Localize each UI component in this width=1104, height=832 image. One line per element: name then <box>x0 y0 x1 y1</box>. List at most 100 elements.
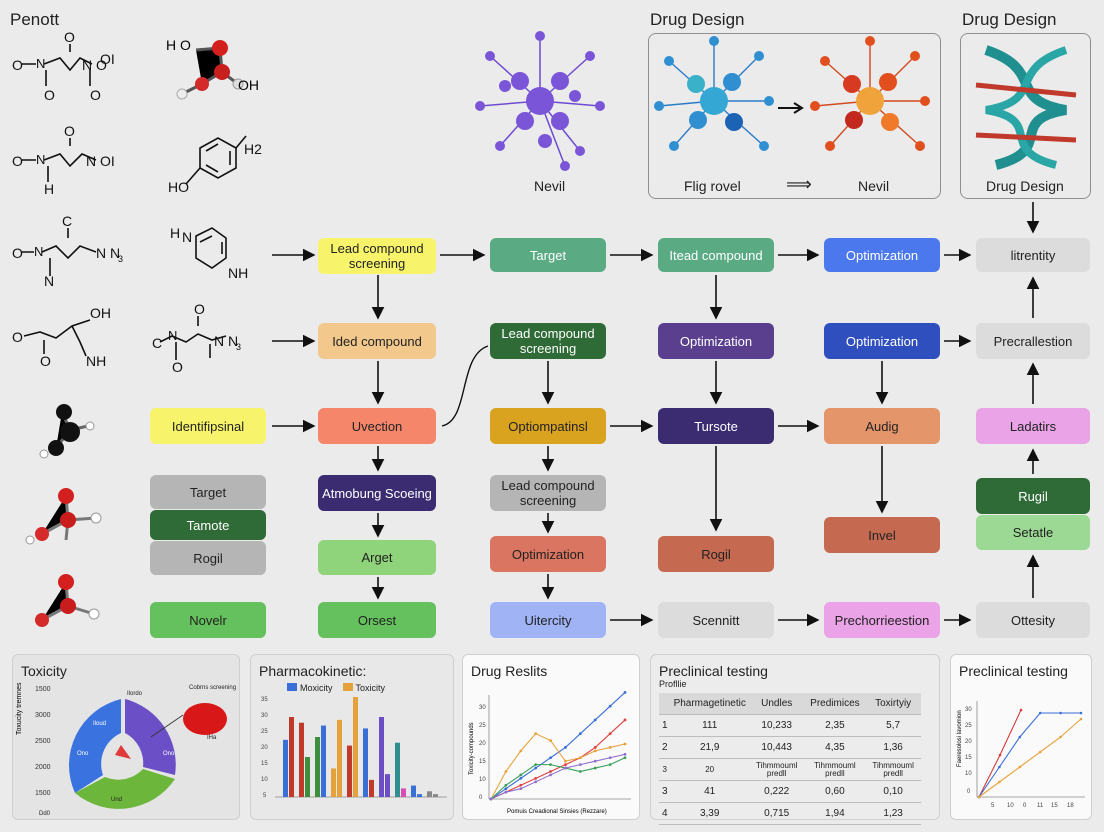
node-litrentity[interactable]: litrentity <box>976 238 1090 272</box>
flow-arrows <box>272 202 1040 627</box>
node-optimization[interactable]: Optimization <box>824 238 940 272</box>
drug-point-1-5 <box>564 763 567 767</box>
node-optimization-4[interactable]: Optimization <box>490 536 606 572</box>
pre-point-2-1 <box>998 780 1001 784</box>
drug-results-title: Drug Reslits <box>471 663 548 679</box>
drug-design-title: Drug Design <box>650 10 745 29</box>
node-target-2[interactable]: Target <box>150 475 266 509</box>
preclinical-title: Preclinical testing <box>659 663 768 679</box>
drug-design-frame <box>648 33 941 199</box>
node-audig[interactable]: Audig <box>824 408 940 444</box>
node-prechorrieestion[interactable]: Prechorrieestion <box>824 602 940 638</box>
node-rugil[interactable]: Rugil <box>976 478 1090 514</box>
m1-o-label: O <box>12 57 23 73</box>
bar-moxicity-2 <box>315 737 320 797</box>
svg-text:20: 20 <box>479 741 486 747</box>
svg-text:C: C <box>152 335 162 351</box>
node-ided-compound[interactable]: Ided compound <box>318 323 436 359</box>
node-lead-compound-screening-2[interactable]: Lead compound screening <box>490 323 606 359</box>
node-precrallestion[interactable]: Precrallestion <box>976 323 1090 359</box>
svg-text:0: 0 <box>1023 803 1027 809</box>
node-uvection[interactable]: Uvection <box>318 408 436 444</box>
panel-pharmacokinetic: Pharmacokinetic: Moxicity Toxicity 35 30… <box>250 654 454 820</box>
bar-toxicity-6 <box>385 774 390 797</box>
node-itead-compound[interactable]: Itead compound <box>658 238 774 272</box>
svg-text:O: O <box>194 301 205 317</box>
node-rogil[interactable]: Rogil <box>150 541 266 575</box>
drug-series-line-1 <box>490 719 626 800</box>
svg-text:20: 20 <box>261 745 268 751</box>
svg-text:15: 15 <box>965 755 972 761</box>
top-left-title: Penott <box>10 10 60 29</box>
svg-text:O: O <box>12 245 23 261</box>
pharma-bar-chart: 35 30 25 20 15 10 5 <box>261 697 447 799</box>
preclinical-title-2: Preclinical testing <box>959 663 1068 679</box>
svg-text:5: 5 <box>991 803 995 809</box>
pharma-title: Pharmacokinetic: <box>259 663 367 679</box>
node-setatle[interactable]: Setatle <box>976 515 1090 550</box>
node-target[interactable]: Target <box>490 238 606 272</box>
drug-point-2-5 <box>564 759 567 763</box>
nevil-label: Nevil <box>534 178 566 194</box>
protein-cluster-purple <box>475 31 605 171</box>
drug-point-4-6 <box>578 763 582 767</box>
svg-text:H O: H O <box>166 37 191 53</box>
node-tursote[interactable]: Tursote <box>658 408 774 444</box>
drug-point-2-1 <box>504 770 508 773</box>
pre-series-line-1 <box>978 712 1081 798</box>
node-optimization-2[interactable]: Optimization <box>658 323 774 359</box>
node-optimization-3[interactable]: Optimization <box>824 323 940 359</box>
drug-point-2-4 <box>549 739 552 742</box>
drug-point-3-1 <box>504 783 508 787</box>
node-ladatirs[interactable]: Ladatirs <box>976 408 1090 444</box>
node-uitercity[interactable]: Uitercity <box>490 602 606 638</box>
drug-point-4-2 <box>519 787 523 791</box>
svg-text:IHa: IHa <box>207 735 217 741</box>
svg-text:35: 35 <box>261 697 268 703</box>
drug-point-0-1 <box>504 787 508 791</box>
svg-text:3: 3 <box>118 254 123 264</box>
drug-point-0-3 <box>534 766 538 770</box>
node-atmobung-scoeing[interactable]: Atmobung Scoeing <box>318 475 436 511</box>
node-orsest[interactable]: Orsest <box>318 602 436 638</box>
svg-text:Cobrns screening: Cobrns screening <box>189 685 236 691</box>
svg-text:20: 20 <box>965 739 972 745</box>
svg-text:1500: 1500 <box>35 686 51 693</box>
node-ottesity[interactable]: Ottesity <box>976 602 1090 638</box>
svg-text:O: O <box>64 29 75 45</box>
svg-text:N: N <box>34 244 43 259</box>
pre-series-line-0 <box>978 709 1022 798</box>
node-rogil-2[interactable]: Rogil <box>658 536 774 572</box>
node-scennitt[interactable]: Scennitt <box>658 602 774 638</box>
node-invel[interactable]: Invel <box>824 517 940 553</box>
drug-point-0-8 <box>608 704 612 708</box>
pharma-legend: Moxicity Toxicity <box>287 683 385 693</box>
drug-point-3-8 <box>608 763 612 767</box>
drug-point-1-7 <box>593 746 597 749</box>
node-lead-compound-screening[interactable]: Lead compound screening <box>318 238 436 274</box>
pre-point-1-4 <box>1059 711 1062 715</box>
svg-text:0: 0 <box>967 789 971 795</box>
drug-point-3-2 <box>519 773 523 777</box>
node-optiompatinsl[interactable]: Optiompatinsl <box>490 408 606 444</box>
svg-text:Toxicity-compounds: Toxicity-compounds <box>469 722 475 775</box>
svg-text:30: 30 <box>261 713 268 719</box>
pre-point-1-2 <box>1018 735 1022 739</box>
bar-toxicity-4 <box>353 697 358 797</box>
svg-text:Toxucity tremnes: Toxucity tremnes <box>16 682 23 735</box>
svg-text:O: O <box>40 353 51 369</box>
node-identifipsinal[interactable]: Identifipsinal <box>150 408 266 444</box>
drug-point-4-1 <box>504 790 508 794</box>
svg-text:10: 10 <box>1007 803 1014 809</box>
node-novelr[interactable]: Novelr <box>150 602 266 638</box>
node-arget[interactable]: Arget <box>318 540 436 575</box>
node-tamote[interactable]: Tamote <box>150 510 266 540</box>
node-lead-compound-screening-3[interactable]: Lead compound screening <box>490 475 606 511</box>
drug-point-0-9 <box>623 691 627 694</box>
svg-text:5: 5 <box>263 793 267 799</box>
svg-text:2000: 2000 <box>35 764 51 771</box>
svg-text:H: H <box>44 181 54 197</box>
svg-text:H2: H2 <box>244 141 262 157</box>
